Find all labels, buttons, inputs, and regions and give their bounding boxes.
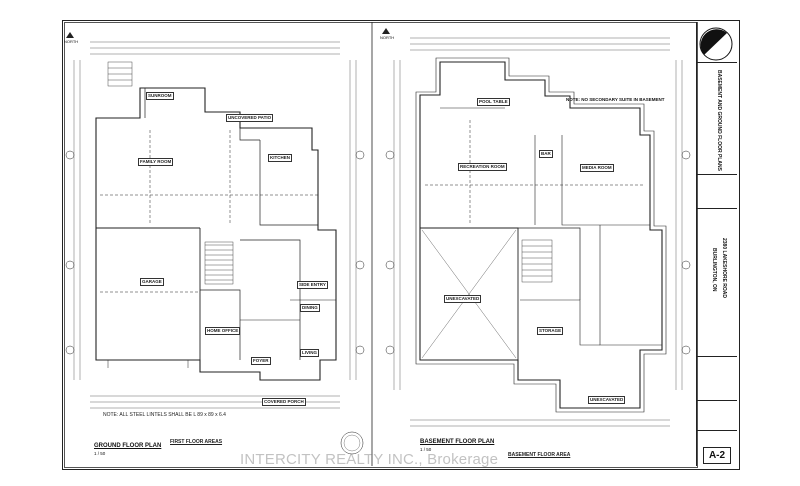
first-floor-areas-title: FIRST FLOOR AREAS	[170, 439, 223, 445]
basement-plan-title: BASEMENT FLOOR PLAN	[420, 439, 495, 445]
room-unexcavated: UNEXCAVATED	[444, 295, 482, 303]
basement-plan-scale: 1 / 50	[420, 447, 432, 452]
address-cell: 2380 LAKESHORE ROAD BURLINGTON, ON	[697, 208, 737, 357]
north-label: NORTH	[380, 35, 395, 40]
basement-area-title: BASEMENT FLOOR AREA	[508, 452, 571, 458]
drawing-title-cell: BASEMENT AND GROUND FLOOR PLANS	[697, 62, 737, 175]
firm-cell	[697, 356, 737, 401]
room-foyer: FOYER	[251, 357, 271, 365]
room-bar: BAR	[539, 150, 553, 158]
lintel-note: NOTE: ALL STEEL LINTELS SHALL BE L 89 x …	[103, 412, 226, 418]
sheet-number: A-2	[703, 447, 731, 464]
room-unexcavated-2: UNEXCAVATED	[588, 396, 626, 404]
drawing-title: BASEMENT AND GROUND FLOOR PLANS	[716, 70, 722, 171]
room-dining: DINING	[300, 304, 320, 312]
room-pool-table: POOL TABLE	[477, 98, 510, 106]
watermark: INTERCITY REALTY INC., Brokerage	[240, 451, 499, 468]
room-family: FAMILY ROOM	[138, 158, 174, 166]
room-garage: GARAGE	[140, 278, 164, 286]
project-city: BURLINGTON, ON	[711, 248, 717, 292]
revision-cell	[697, 174, 737, 209]
room-recreation: RECREATION ROOM	[458, 163, 507, 171]
project-address: 2380 LAKESHORE ROAD	[721, 238, 727, 299]
basement-note: NOTE: NO SECONDARY SUITE IN BASEMENT	[566, 97, 665, 102]
north-label: NORTH	[64, 39, 79, 44]
room-storage: STORAGE	[537, 327, 564, 335]
drawing-sheet	[62, 20, 740, 470]
room-uncovered-patio: UNCOVERED PATIO	[226, 114, 274, 122]
room-living: LIVING	[300, 349, 320, 357]
drawing-frame	[64, 22, 698, 468]
ground-plan-title: GROUND FLOOR PLAN	[94, 443, 162, 449]
ground-plan-scale: 1 / 50	[94, 451, 106, 456]
room-media: MEDIA ROOM	[580, 164, 614, 172]
room-sunroom: SUNROOM	[146, 92, 174, 100]
room-side-entry: SIDE ENTRY	[297, 281, 328, 289]
room-kitchen: KITCHEN	[268, 154, 292, 162]
room-home-office: HOME OFFICE	[205, 327, 241, 335]
room-covered-porch: COVERED PORCH	[262, 398, 306, 406]
date-cell	[697, 400, 737, 431]
title-block: BASEMENT AND GROUND FLOOR PLANS 2380 LAK…	[696, 22, 737, 466]
logo-cell	[697, 22, 737, 63]
